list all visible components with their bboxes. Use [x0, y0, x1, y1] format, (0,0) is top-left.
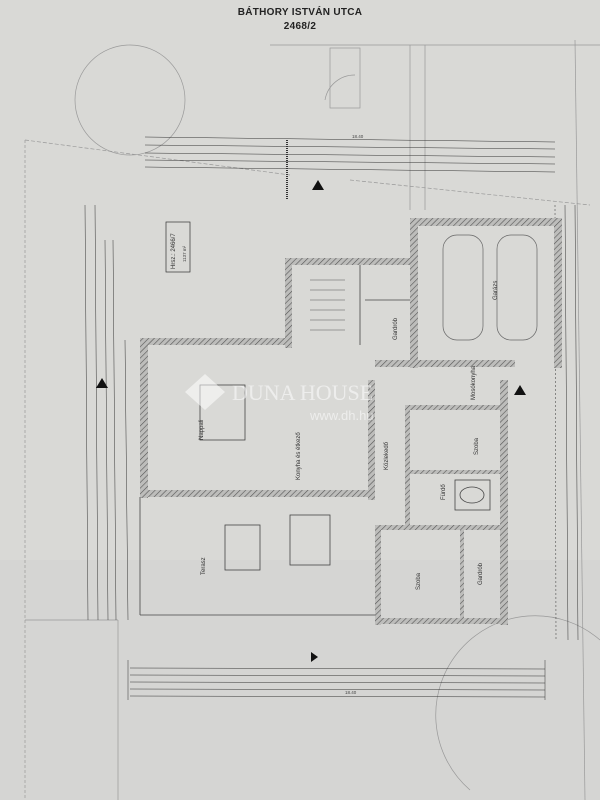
dimension-lines-top	[144, 136, 556, 200]
room-nappali: Nappali	[199, 420, 205, 440]
room-konyha: Konyha és étkező	[296, 432, 302, 480]
lot-boundary	[24, 39, 600, 800]
room-gardrob-1: Gardrób	[393, 317, 399, 340]
room-terasz: Terasz	[201, 557, 207, 575]
room-garazs: Garázs	[493, 281, 499, 300]
watermark-brand: DUNA HOUSE	[232, 380, 373, 405]
room-szoba-2: Szoba	[416, 572, 422, 590]
hrsz-label: Hrsz.: 2466/7	[171, 233, 177, 269]
room-szoba-1: Szoba	[474, 437, 480, 455]
car-icons	[442, 234, 538, 341]
room-labels: Nappali Konyha és étkező Közlekedő Garáz…	[199, 281, 499, 590]
section-markers	[96, 180, 526, 662]
plot-label: Hrsz.: 2466/7 1137 m²	[165, 221, 191, 273]
dimension-total-bottom: 18.40	[345, 690, 357, 695]
dimension-lines-bottom	[127, 660, 546, 700]
plot-area: 1137 m²	[182, 245, 187, 262]
dimension-lines-left	[84, 204, 129, 621]
room-gardrob-2: Gardrób	[478, 562, 484, 585]
watermark: DUNA HOUSE www.dh.hu	[185, 374, 374, 423]
room-furdo: Fürdő	[441, 484, 447, 500]
building-walls	[139, 218, 562, 625]
parcel-number: 2468/2	[283, 21, 317, 32]
room-kozlekedo: Közlekedő	[384, 441, 390, 470]
room-mosokonyha: Mosókonyha	[471, 365, 477, 400]
dimension-total-top: 18.40	[352, 134, 364, 139]
street-name: BÁTHORY ISTVÁN UTCA	[237, 7, 363, 18]
watermark-url: www.dh.hu	[309, 408, 374, 423]
